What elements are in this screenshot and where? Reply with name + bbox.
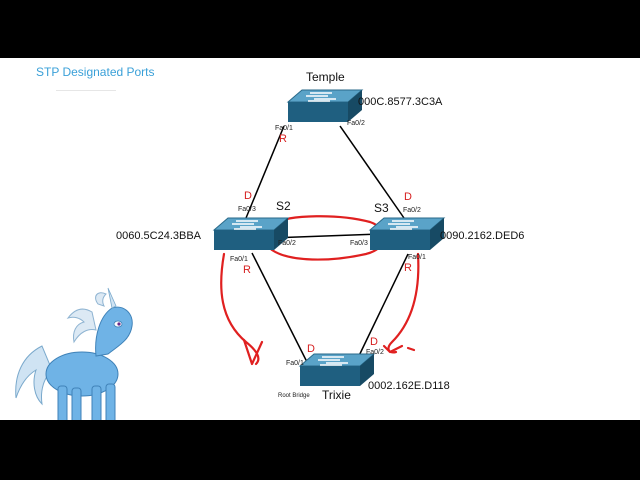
switch-icon: [212, 217, 290, 250]
pony-character-image: [15, 287, 133, 420]
port-s2-fa01: Fa0/1: [230, 256, 248, 263]
arrow-s2-to-trixie: [220, 252, 260, 366]
port-s3-fa03: Fa0/3: [350, 240, 368, 247]
switch-name-s2: S2: [276, 199, 291, 213]
slide-canvas: STP Designated Ports Temple 000C.8577.3C…: [0, 58, 640, 420]
port-temple-fa02: Fa0/2: [347, 120, 365, 127]
port-trixie-fa01: Fa0/1: [286, 360, 304, 367]
link-s2-trixie: [251, 252, 309, 365]
port-trixie-fa02: Fa0/2: [366, 349, 384, 356]
port-s3-fa02: Fa0/2: [403, 207, 421, 214]
link-s3-trixie: [355, 253, 409, 363]
tick-mark: [406, 346, 416, 352]
title-divider: [56, 90, 116, 91]
switch-mac-s3: 0090.2162.DED6: [440, 230, 525, 242]
switch-icon: [298, 353, 376, 386]
switch-mac-trixie: 0002.162E.D118: [368, 380, 450, 392]
role-temple-fa01: R: [279, 133, 287, 145]
switch-name-s3: S3: [374, 201, 389, 215]
role-s2-fa03: D: [244, 190, 252, 202]
port-s2-fa02: Fa0/2: [278, 240, 296, 247]
slide-title: STP Designated Ports: [36, 65, 155, 79]
switch-name-trixie: Trixie: [322, 388, 351, 402]
arrow-s2-head: [242, 338, 264, 366]
letterbox-top: [0, 0, 640, 58]
link-temple-s3: [339, 125, 405, 219]
role-s3-fa01: R: [404, 262, 412, 274]
role-trixie-fa02: D: [370, 336, 378, 348]
switch-icon: [368, 217, 446, 250]
link-temple-s2: [245, 125, 285, 219]
letterbox-bottom: [0, 420, 640, 480]
role-trixie-fa01: D: [307, 343, 315, 355]
network-diagram: [15, 89, 446, 420]
role-s3-fa02: D: [404, 191, 412, 203]
root-bridge-caption: Root Bridge: [278, 393, 310, 399]
switch-name-temple: Temple: [306, 70, 345, 84]
port-s2-fa03: Fa0/3: [238, 206, 256, 213]
switch-mac-s2: 0060.5C24.3BBA: [116, 230, 202, 242]
arrow-s3-head: [382, 344, 404, 354]
port-temple-fa01: Fa0/1: [275, 125, 293, 132]
switch-icon: [286, 89, 364, 122]
link-s2-s3: [269, 233, 381, 239]
port-s3-fa01: Fa0/1: [408, 254, 426, 261]
role-s2-fa01: R: [243, 264, 251, 276]
switch-mac-temple: 000C.8577.3C3A: [358, 96, 443, 108]
